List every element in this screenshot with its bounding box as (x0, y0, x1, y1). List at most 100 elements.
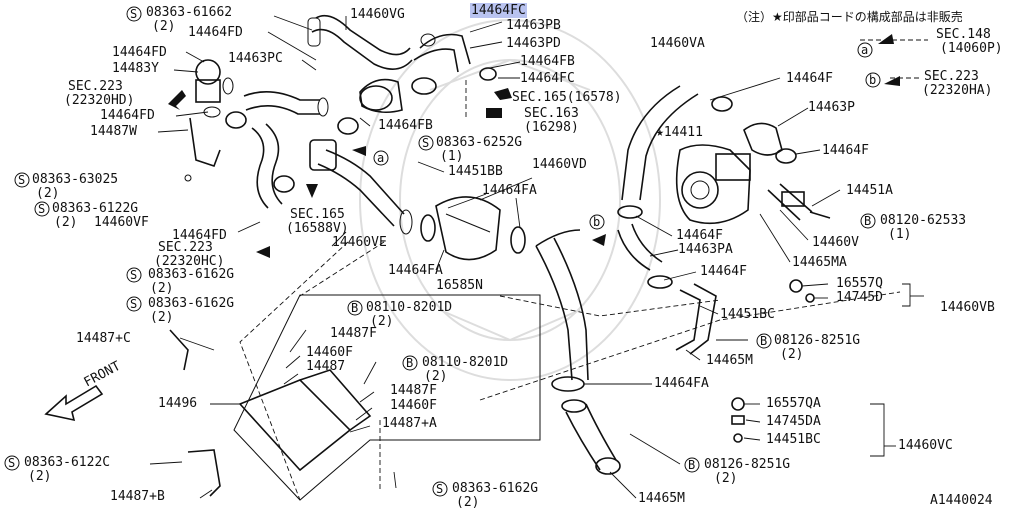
ref-b-right[interactable]: b (869, 73, 877, 87)
part-label-14487F[interactable]: 14487F (330, 326, 377, 341)
part-label-14464F[interactable]: 14464F (700, 264, 747, 279)
qty-label: (2) (456, 495, 480, 510)
part-label-14464FA[interactable]: 14464FA (482, 183, 537, 198)
part-label-14460F[interactable]: 14460F (306, 345, 353, 360)
part-label-14464FD[interactable]: 14464FD (172, 228, 227, 243)
part-label-08126-8251G[interactable]: 08126-8251G (704, 457, 791, 472)
part-label-14487W[interactable]: 14487W (90, 124, 137, 139)
part-label-08363-6252G[interactable]: 08363-6252G (436, 135, 523, 150)
part-label-14464F[interactable]: 14464F (786, 71, 833, 86)
part-label-14411[interactable]: ★14411 (656, 125, 703, 140)
part-label-14464FD[interactable]: 14464FD (100, 108, 155, 123)
part-label-14464F[interactable]: 14464F (676, 228, 723, 243)
part-label-14451BC[interactable]: 14451BC (766, 432, 821, 447)
part-label-sec163[interactable]: SEC.163 (524, 106, 579, 121)
part-label-14460VA[interactable]: 14460VA (650, 36, 705, 51)
bolt-marker-b: B (351, 301, 359, 315)
ref-a-right[interactable]: a (861, 43, 869, 57)
part-label-08363-6162G[interactable]: 08363-6162G (148, 267, 235, 282)
part-label-sec148[interactable]: SEC.148 (936, 27, 991, 42)
part-label-14465M[interactable]: 14465M (706, 353, 753, 368)
duct-16585N (435, 196, 501, 261)
part-label-14745DA[interactable]: 14745DA (766, 414, 821, 429)
part-label-14463P[interactable]: 14463P (808, 100, 855, 115)
part-label-14460V[interactable]: 14460V (812, 235, 859, 250)
part-label-14487[interactable]: 14487 (306, 359, 346, 374)
part-label-08363-6162G[interactable]: 08363-6162G (148, 296, 235, 311)
qty-label: (2) (714, 471, 738, 486)
turbocharger-14411 (675, 144, 751, 225)
part-label-08110-8201D[interactable]: 08110-8201D (366, 300, 453, 315)
pipe-14460VC-lower (561, 399, 621, 475)
bracket-14487B (187, 449, 221, 497)
part-label-16557Q[interactable]: 16557Q (836, 276, 883, 291)
ref-b-mid[interactable]: b (593, 215, 601, 229)
part-label-14464FA[interactable]: 14464FA (654, 376, 709, 391)
arrow-sec148 (878, 34, 894, 44)
part-label-14460VC[interactable]: 14460VC (898, 438, 953, 453)
part-label-14460VD[interactable]: 14460VD (532, 157, 587, 172)
part-label-08120-62533[interactable]: 08120-62533 (880, 213, 967, 228)
hose-14463P (743, 122, 783, 156)
part-label-14487A[interactable]: 14487+A (382, 416, 437, 431)
part-label-14487F[interactable]: 14487F (390, 383, 437, 398)
part-label-14460VG[interactable]: 14460VG (350, 7, 405, 22)
qty-label: (2) (152, 19, 176, 34)
pipe-14460VD (535, 229, 589, 381)
part-label-14463PD[interactable]: 14463PD (506, 36, 561, 51)
part-label-14464F[interactable]: 14464F (822, 143, 869, 158)
part-label-14464FA[interactable]: 14464FA (388, 263, 443, 278)
screw-marker-s: S (130, 7, 138, 21)
part-label-16585N[interactable]: 16585N (436, 278, 483, 293)
part-label-14460VF[interactable]: 14460VF (94, 215, 149, 230)
part-label-sec165[interactable]: SEC.165(16578) (512, 90, 622, 105)
part-label-08126-8251G[interactable]: 08126-8251G (774, 333, 861, 348)
qty-label: (2) (36, 186, 60, 201)
part-label-08363-6122G[interactable]: 08363-6122G (52, 201, 139, 216)
part-label-14463PA[interactable]: 14463PA (678, 242, 733, 257)
part-label-14745D[interactable]: 14745D (836, 290, 883, 305)
pipe-14465MA (675, 283, 717, 355)
bolt-marker-b: B (760, 334, 768, 348)
part-label-08110-8201D[interactable]: 08110-8201D (422, 355, 509, 370)
part-label-14451A[interactable]: 14451A (846, 183, 893, 198)
ref-a-left[interactable]: a (377, 151, 385, 165)
highlight-box[interactable]: 14464FC (470, 3, 527, 18)
ref-b-circle-right (865, 72, 881, 88)
part-label-14463PB[interactable]: 14463PB (506, 18, 561, 33)
part-label-08363-6122C[interactable]: 08363-6122C (24, 455, 111, 470)
part-label-14464FB[interactable]: 14464FB (378, 118, 433, 133)
part-label-14464FC[interactable]: 14464FC (520, 71, 575, 86)
clamp-14464FD (225, 111, 295, 193)
part-label-16557QA[interactable]: 16557QA (766, 396, 821, 411)
screw-marker-s: S (422, 136, 430, 150)
part-label-14496[interactable]: 14496 (158, 396, 198, 411)
part-label-14463PC[interactable]: 14463PC (228, 51, 283, 66)
part-label-14464FD[interactable]: 14464FD (188, 25, 243, 40)
bracket-14487C (169, 329, 189, 371)
part-label-sec223[interactable]: SEC.223 (68, 79, 123, 94)
part-label-14464FC-highlighted[interactable]: 14464FC (470, 3, 527, 18)
part-label-14451BC[interactable]: 14451BC (720, 307, 775, 322)
part-label-sec148-sub: (14060P) (940, 41, 1003, 56)
part-label-08363-6162G[interactable]: 08363-6162G (452, 481, 539, 496)
part-label-14451BB[interactable]: 14451BB (448, 164, 503, 179)
part-label-08363-61662[interactable]: 08363-61662 (146, 5, 233, 20)
part-label-sec223[interactable]: SEC.223 (158, 240, 213, 255)
part-label-08363-63025[interactable]: 08363-63025 (32, 172, 119, 187)
part-label-14483Y[interactable]: 14483Y (112, 61, 159, 76)
part-label-sec165[interactable]: SEC.165 (290, 207, 345, 222)
bolt-marker-b: B (688, 458, 696, 472)
part-label-14465MA[interactable]: 14465MA (792, 255, 847, 270)
ref-b-circle-mid (589, 214, 605, 230)
part-label-14460F[interactable]: 14460F (390, 398, 437, 413)
part-label-14464FD[interactable]: 14464FD (112, 45, 167, 60)
part-label-14487B[interactable]: 14487+B (110, 489, 165, 504)
part-label-14460VE[interactable]: 14460VE (332, 235, 387, 250)
part-label-14460VB[interactable]: 14460VB (940, 300, 995, 315)
part-label-14487C[interactable]: 14487+C (76, 331, 131, 346)
part-label-14464FB[interactable]: 14464FB (520, 54, 575, 69)
part-label-sec223[interactable]: SEC.223 (924, 69, 979, 84)
part-label-14465M[interactable]: 14465M (638, 491, 685, 506)
